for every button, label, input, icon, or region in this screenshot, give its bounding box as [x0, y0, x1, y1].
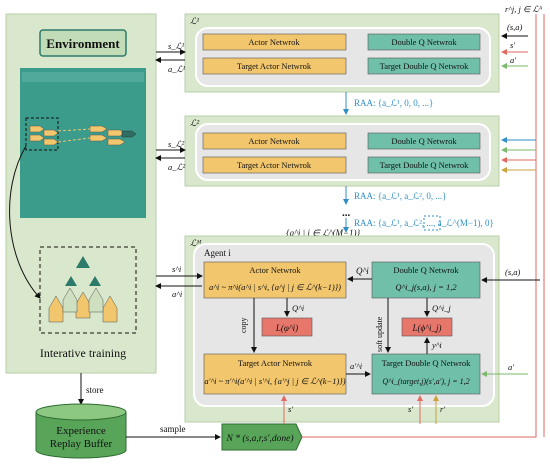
target-actor-label-m: Target Actor Netwrok	[238, 358, 313, 368]
action-label-mid: a_ℒ²	[168, 162, 186, 172]
actor-label-top: Actor Netwrok	[248, 37, 300, 47]
s-prime-label-q: s′	[408, 404, 413, 414]
minibatch-label: N * (s,a,r,s′,done)	[226, 433, 294, 444]
set-label-m: ℒᴹ	[190, 238, 202, 248]
set-label-top: ℒ¹	[190, 16, 199, 26]
reward-label: r^j, j ∈ ℒᴬ	[505, 4, 543, 14]
target-double-q-label-m: Target Double Q Netwrok	[382, 358, 471, 368]
buffer-line2: Replay Buffer	[50, 438, 113, 450]
double-q-m	[371, 261, 481, 299]
target-double-q-top	[367, 57, 481, 75]
critic-loss-box	[401, 317, 453, 337]
target-actor-mid	[202, 156, 347, 174]
double-q-mid	[367, 132, 481, 150]
target-double-q-mid	[367, 156, 481, 174]
s-prime-top: s′	[510, 40, 515, 50]
training-arrow	[9, 145, 41, 299]
qj-label: Q^i_j	[432, 303, 451, 313]
target-actor-formula: a′^i ~ π′^i(a′^i | s′^i, {a′^j | j ∈ ℒ^(…	[204, 376, 345, 386]
minibatch-feedback-line	[302, 14, 537, 438]
environment-title: Environment	[46, 36, 120, 51]
actor-formula: a^i ~ π^i(a^i | s^i, {a^j | j ∈ ℒ^(k−1)}…	[209, 282, 341, 292]
target-double-q-m	[371, 353, 481, 395]
target-actor-m	[203, 353, 347, 395]
double-q-label-top: Double Q Netwrok	[391, 37, 457, 47]
q-label-2: Q^i	[292, 303, 305, 313]
raa-label-1: RAA: {a_ℒ¹, 0, 0, ...}	[354, 98, 433, 108]
environment-title-box	[39, 29, 127, 57]
selection-box	[25, 117, 59, 151]
environment-caption: Interative training	[40, 346, 126, 360]
environment-map	[20, 68, 146, 218]
sa-mid-label: (s,a)	[505, 267, 521, 277]
copy-label: copy	[239, 317, 248, 333]
double-q-formula: Q^i_j(s,a), j = 1,2	[395, 282, 457, 292]
replay-buffer	[35, 403, 127, 459]
state-label-top: s_ℒ¹	[168, 41, 185, 51]
double-q-label-mid: Double Q Netwrok	[391, 136, 457, 146]
target-double-q-label-mid: Target Double Q Netwrok	[380, 160, 469, 170]
actor-loss: L(φ^i)	[275, 323, 298, 333]
target-actor-label-mid: Target Actor Netwrok	[237, 160, 312, 170]
vessel-group-icon	[29, 125, 137, 146]
a-prime-label: a′^i	[350, 361, 363, 371]
q-label: Q^i	[356, 266, 369, 276]
actor-label-mid: Actor Netwrok	[248, 136, 300, 146]
actor-network-top	[202, 33, 347, 51]
target-double-q-label-top: Target Double Q Netwrok	[380, 61, 469, 71]
map-band	[22, 72, 144, 82]
target-actor-top	[202, 57, 347, 75]
a-prime-mid: a′	[508, 362, 514, 372]
sample-label: sample	[160, 424, 186, 434]
target-double-q-formula: Q^i_(target,j)(s′,a′), j = 1,2	[382, 377, 469, 386]
raa-ellipsis: ...	[342, 207, 351, 219]
state-label-mid: s_ℒ²	[168, 139, 185, 149]
store-label: store	[86, 385, 104, 395]
a-i-label: a^i	[172, 289, 183, 299]
actor-label-m: Actor Netwrok	[249, 265, 301, 275]
sa-top-label: (s,a)	[507, 22, 523, 32]
r-prime-label: r′	[440, 404, 445, 414]
actor-loss-box	[261, 317, 313, 337]
soft-update-label: soft update	[375, 316, 384, 352]
joint-action-label: {a^j | j ∈ ℒ^(M−1)}	[286, 228, 361, 238]
set-label-mid: ℒ²	[190, 118, 199, 128]
s-prime-label-m: s′	[288, 404, 293, 414]
s-i-label: s^i	[172, 264, 182, 274]
raa-highlight	[423, 215, 441, 231]
agent-i-label: Agent i	[204, 248, 231, 258]
raa-label-2: RAA: {a_ℒ¹, a_ℒ², 0, ...}	[354, 191, 447, 201]
y-label: y^i	[431, 340, 442, 350]
buffer-line1: Experience	[56, 425, 106, 437]
critic-loss: L(ϕ^i_j)	[412, 323, 442, 333]
double-q-top	[367, 33, 481, 51]
a-prime-top: a′	[510, 55, 516, 65]
actor-network-mid	[202, 132, 347, 150]
action-label-top: a_ℒ¹	[168, 64, 186, 74]
target-actor-label-top: Target Actor Netwrok	[237, 61, 312, 71]
formation-icon	[48, 256, 118, 323]
actor-network-m	[203, 261, 347, 299]
double-q-label-m: Double Q Netwrok	[393, 265, 459, 275]
